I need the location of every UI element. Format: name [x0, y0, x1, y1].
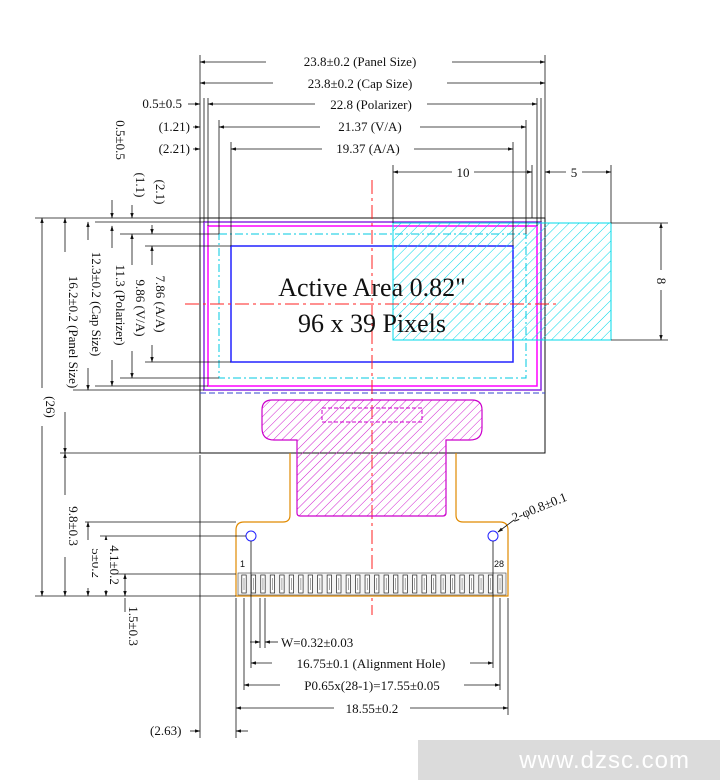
alignment-hole-left — [245, 530, 257, 542]
dim-cap-height: 12.3±0.2 (Cap Size) — [89, 252, 104, 357]
dim-va-height: 9.86 (V/A) — [133, 279, 148, 336]
dim-detail-width-10: 10 — [457, 165, 470, 180]
driver-ic-area — [261, 399, 483, 517]
dim-pin-pitch: P0.65x(28-1)=17.55±0.05 — [304, 678, 439, 693]
active-area-resolution: 96 x 39 Pixels — [298, 309, 446, 338]
pixel-detail-box — [392, 222, 612, 341]
dim-left-offset-21: (2.1) — [153, 180, 168, 205]
dim-fpc-offset: (2.63) — [150, 723, 181, 738]
dim-fpc-41: 4.1±0.2 — [107, 545, 122, 585]
dim-panel-height: 16.2±0.2 (Panel Size) — [66, 276, 81, 389]
pin-first-label: 1 — [240, 559, 245, 569]
dim-polarizer-offset: 0.5±0.5 — [142, 96, 182, 111]
center-lines — [185, 180, 560, 615]
dim-aa-offset: (2.21) — [159, 141, 190, 156]
watermark: www.dzsc.com — [418, 740, 720, 780]
pin-last-label: 28 — [494, 559, 504, 569]
dim-polarizer-width: 22.8 (Polarizer) — [330, 97, 412, 112]
dim-aa-width: 19.37 (A/A) — [336, 141, 400, 156]
dim-fpc-total-width: 18.55±0.2 — [346, 701, 399, 716]
dim-va-offset: (1.21) — [159, 119, 190, 134]
ic-chip-outline — [321, 407, 423, 423]
fpc-outline — [235, 453, 509, 597]
fpc-pins — [237, 572, 507, 596]
dim-cap-width: 23.8±0.2 (Cap Size) — [308, 76, 413, 91]
dim-left-offset-05: 0.5±0.5 — [113, 120, 128, 160]
dim-alignment-hole: 16.75±0.1 (Alignment Hole) — [297, 656, 446, 671]
active-area-title: Active Area 0.82" — [278, 273, 466, 302]
dim-detail-width-5: 5 — [571, 165, 578, 180]
dim-total-height: (26) — [43, 396, 58, 418]
hole-diameter-label: 2-φ0.8±0.1 — [510, 489, 569, 525]
pin-strip — [237, 572, 507, 596]
dim-left-offset-11: (1.1) — [133, 173, 148, 198]
dim-panel-width: 23.8±0.2 (Panel Size) — [304, 54, 417, 69]
dim-aa-height: 7.86 (A/A) — [153, 275, 168, 332]
dim-fpc-15: 1.5±0.3 — [126, 606, 141, 646]
dim-detail-height-8: 8 — [654, 278, 669, 285]
dim-polarizer-height: 11.3 (Polarizer) — [113, 264, 128, 345]
alignment-hole-right — [487, 530, 499, 542]
dim-va-width: 21.37 (V/A) — [338, 119, 402, 134]
dim-pin-width: W=0.32±0.03 — [281, 635, 353, 650]
dim-tail-height: 9.8±0.3 — [66, 506, 81, 546]
watermark-text: www.dzsc.com — [518, 747, 690, 774]
